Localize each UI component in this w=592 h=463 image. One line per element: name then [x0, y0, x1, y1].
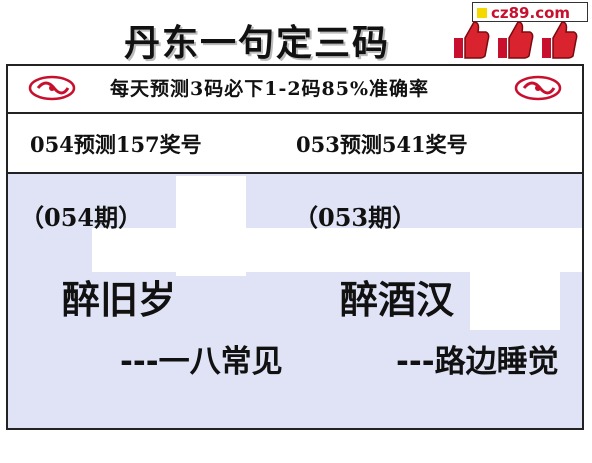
thumbs-up-icon — [542, 21, 578, 59]
outer-frame — [6, 64, 584, 430]
prediction-left: 054预测157奖号 — [30, 132, 202, 157]
hint-right: ---路边睡觉 — [396, 344, 559, 380]
thumbs-group — [450, 18, 578, 62]
period-left-label: （054期） — [20, 203, 143, 232]
lottery-logo-icon — [514, 75, 562, 101]
redaction-block — [470, 270, 560, 330]
thumbs-up-icon — [454, 21, 490, 59]
banner-text: 每天预测3码必下1-2码85%准确率 — [110, 78, 430, 100]
period-right-label: （053期） — [294, 203, 417, 232]
hint-left: ---一八常见 — [120, 344, 283, 380]
banner-row — [8, 66, 582, 114]
redaction-block — [92, 228, 582, 272]
page-title: 丹东一句定三码 — [124, 22, 391, 64]
site-badge[interactable]: cz89.com — [472, 2, 588, 22]
lottery-logo-icon — [28, 75, 76, 101]
phrase-right: 醉酒汉 — [340, 278, 455, 322]
prediction-row — [8, 114, 582, 174]
thumbs-up-icon — [498, 21, 534, 59]
phrase-left: 醉旧岁 — [62, 278, 177, 322]
site-badge-text: cz89.com — [491, 4, 571, 22]
badge-square-icon — [477, 8, 487, 18]
prediction-right: 053预测541奖号 — [296, 132, 468, 157]
